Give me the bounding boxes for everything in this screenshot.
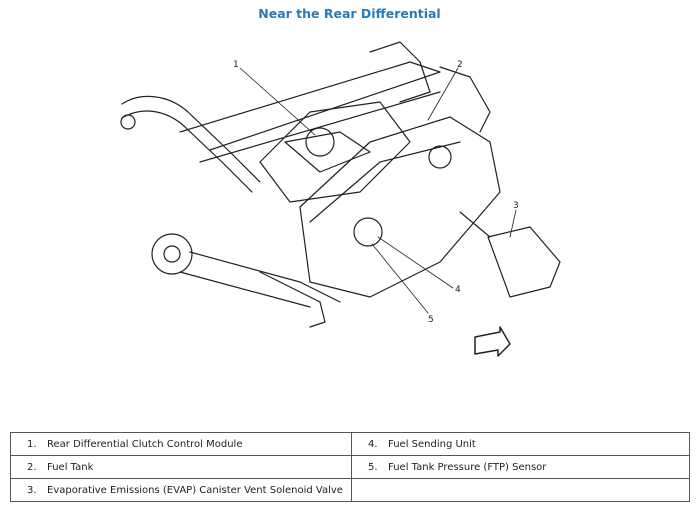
evap-valve	[487, 226, 561, 298]
callout-1: 1	[233, 60, 239, 70]
differential-housing	[259, 101, 411, 203]
lower-arm	[259, 271, 326, 328]
left-mount	[120, 114, 136, 130]
frame-right	[369, 41, 431, 103]
crossmember	[179, 61, 441, 151]
callout-3: 3	[513, 201, 519, 211]
legend-row: 3.Evaporative Emissions (EVAP) Canister …	[10, 478, 690, 502]
callout-2: 2	[457, 60, 463, 70]
legend-item-4: 4.Fuel Sending Unit	[351, 432, 690, 456]
legend-row: 2.Fuel Tank 5.Fuel Tank Pressure (FTP) S…	[10, 455, 690, 479]
legend-item-2: 2.Fuel Tank	[10, 455, 352, 479]
fuel-tank	[299, 116, 501, 298]
clutch-module	[305, 127, 335, 157]
legend-empty-cell	[351, 478, 690, 502]
legend-row: 1.Rear Differential Clutch Control Modul…	[10, 432, 690, 456]
legend-table: 1.Rear Differential Clutch Control Modul…	[10, 432, 690, 502]
direction-arrow	[474, 326, 511, 357]
legend-item-1: 1.Rear Differential Clutch Control Modul…	[10, 432, 352, 456]
frame-left-arm	[121, 95, 261, 183]
callout-4: 4	[455, 285, 461, 295]
legend-item-5: 5.Fuel Tank Pressure (FTP) Sensor	[351, 455, 690, 479]
page-title: Near the Rear Differential	[258, 6, 441, 21]
ftp-sensor-area	[428, 145, 452, 169]
legend-item-3: 3.Evaporative Emissions (EVAP) Canister …	[10, 478, 352, 502]
callout-5: 5	[428, 315, 434, 325]
left-hub	[151, 233, 193, 275]
rear-differential-diagram: 1 2 3 4 5	[120, 41, 561, 357]
sending-unit	[353, 217, 383, 247]
